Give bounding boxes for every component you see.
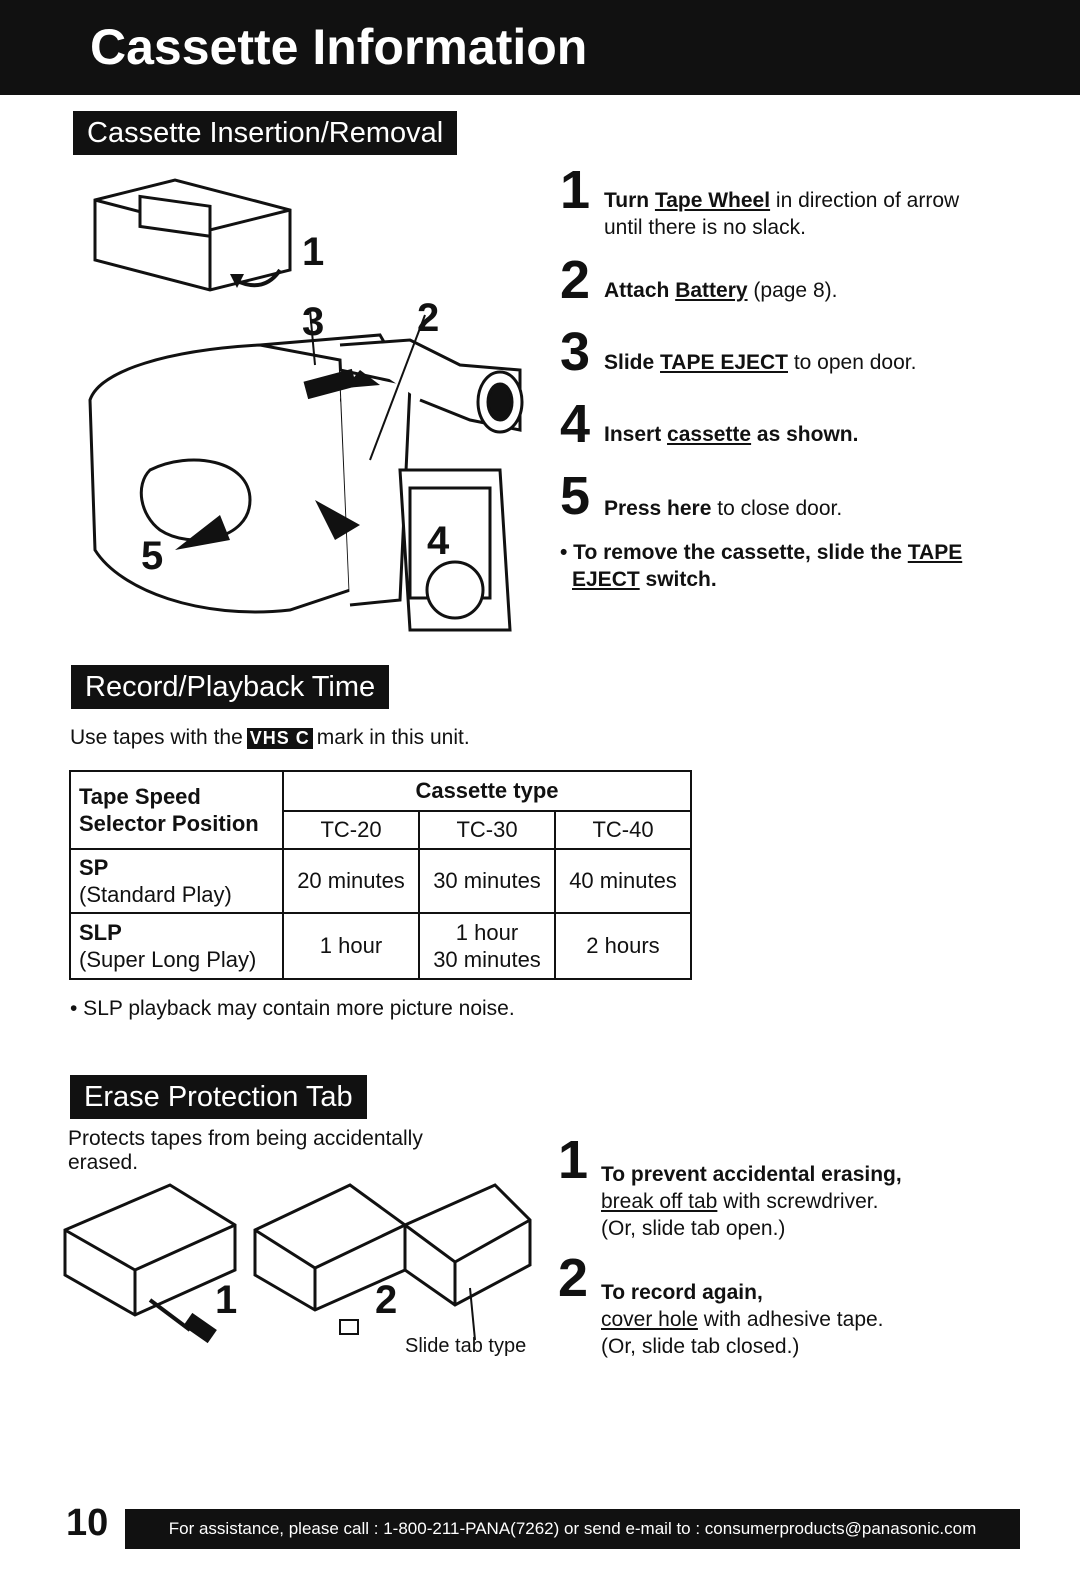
- record-intro-pre: Use tapes with the: [70, 726, 243, 749]
- table-cell: 30 minutes: [418, 848, 556, 914]
- speed-header: Tape Speed Selector Position: [69, 770, 284, 850]
- speed-sp-desc: (Standard Play): [79, 882, 232, 907]
- erase-step-1-text: To prevent accidental erasing, break off…: [601, 1161, 902, 1242]
- callout-4: 4: [427, 519, 450, 563]
- erase-step-2-line3: (Or, slide tab closed.): [601, 1335, 800, 1358]
- step-2-pre: Attach: [604, 279, 676, 302]
- removal-note-pre: • To remove the cassette, slide the: [560, 541, 908, 564]
- erase-steps: 1 To prevent accidental erasing, break o…: [558, 1133, 1028, 1361]
- assistance-footer: For assistance, please call : 1-800-211-…: [125, 1509, 1020, 1549]
- cassette-type-header: Cassette type: [282, 770, 692, 812]
- tape-eject-note-link-2: EJECT: [572, 568, 640, 591]
- record-time-table: Tape Speed Selector Position Cassette ty…: [69, 770, 692, 980]
- step-1: 1 Turn Tape Wheel in direction of arrow …: [560, 163, 1030, 253]
- type-tc20: TC-20: [282, 810, 420, 850]
- erase-step-2-text: To record again, cover hole with adhesiv…: [601, 1279, 884, 1360]
- step-5-pre: Press here: [604, 497, 712, 520]
- callout-5: 5: [141, 534, 164, 578]
- speed-slp-desc: (Super Long Play): [79, 947, 257, 972]
- step-4-number: 4: [560, 394, 591, 454]
- table-cell: 40 minutes: [554, 848, 692, 914]
- section-heading-record: Record/Playback Time: [71, 665, 390, 709]
- erase-callout-1: 1: [215, 1278, 238, 1322]
- step-5-number: 5: [560, 466, 591, 526]
- erase-step-1-title: To prevent accidental erasing,: [601, 1163, 902, 1186]
- step-3-pre: Slide: [604, 351, 661, 374]
- erase-step-1-number: 1: [558, 1130, 589, 1190]
- step-5-text: Press here to close door.: [604, 495, 842, 522]
- tape-eject-link: TAPE EJECT: [660, 351, 788, 374]
- erase-step-2-number: 2: [558, 1248, 589, 1308]
- step-1-text: Turn Tape Wheel in direction of arrow un…: [604, 187, 959, 241]
- vhs-c-mark: VHS C: [246, 728, 313, 749]
- step-3: 3 Slide TAPE EJECT to open door.: [560, 325, 1030, 397]
- step-1-post: in direction of arrow: [770, 189, 960, 212]
- battery-link: Battery: [675, 279, 748, 302]
- erase-step-1-line3: (Or, slide tab open.): [601, 1217, 786, 1240]
- step-2-text: Attach Battery (page 8).: [604, 277, 837, 304]
- step-5-post: to close door.: [711, 497, 843, 520]
- step-1-pre: Turn: [604, 189, 655, 212]
- table-header-row: Tape Speed Selector Position Cassette ty…: [69, 770, 692, 850]
- slp-note: • SLP playback may contain more picture …: [70, 997, 515, 1020]
- step-4: 4 Insert cassette as shown.: [560, 397, 1030, 469]
- page-number: 10: [66, 1502, 109, 1544]
- type-tc30: TC-30: [418, 810, 556, 850]
- cassette-link: cassette: [667, 423, 752, 446]
- erase-step-1-post: with screwdriver.: [717, 1190, 879, 1213]
- erase-callout-2: 2: [375, 1278, 398, 1322]
- step-3-post: to open door.: [788, 351, 917, 374]
- erase-step-2-title: To record again,: [601, 1281, 763, 1304]
- cover-hole-link: cover hole: [601, 1308, 698, 1331]
- type-tc40: TC-40: [554, 810, 692, 850]
- erase-step-1: 1 To prevent accidental erasing, break o…: [558, 1133, 1028, 1251]
- record-intro-post: mark in this unit.: [316, 726, 470, 749]
- step-1-line2: until there is no slack.: [604, 216, 806, 239]
- section-heading-erase: Erase Protection Tab: [70, 1075, 367, 1119]
- step-2-post: (page 8).: [747, 279, 838, 302]
- break-off-tab-link: break off tab: [601, 1190, 718, 1213]
- tape-eject-note-link-1: TAPE: [907, 541, 963, 564]
- erase-intro: Protects tapes from being accidentally e…: [68, 1127, 423, 1174]
- step-1-number: 1: [560, 160, 591, 220]
- step-3-text: Slide TAPE EJECT to open door.: [604, 349, 916, 376]
- erase-tab-illustration: [63, 1183, 532, 1344]
- page-title: Cassette Information: [0, 0, 1080, 95]
- step-5: 5 Press here to close door.: [560, 469, 1030, 535]
- speed-slp: SLP: [79, 920, 122, 945]
- step-2: 2 Attach Battery (page 8).: [560, 253, 1030, 325]
- step-4-post: as shown.: [751, 423, 859, 446]
- step-3-number: 3: [560, 322, 591, 382]
- erase-step-2: 2 To record again, cover hole with adhes…: [558, 1251, 1028, 1361]
- cassette-types-row: TC-20 TC-30 TC-40: [70, 810, 692, 850]
- slide-tab-caption: Slide tab type: [405, 1335, 527, 1357]
- removal-note: • To remove the cassette, slide the TAPE…: [560, 539, 1030, 593]
- table-cell: 20 minutes: [282, 848, 420, 914]
- callout-2: 2: [417, 296, 440, 340]
- tape-wheel-link: Tape Wheel: [654, 189, 771, 212]
- step-2-number: 2: [560, 250, 591, 310]
- table-cell: 1 hour: [282, 912, 420, 980]
- table-cell: 1 hour 30 minutes: [418, 912, 556, 980]
- table-row: SLP (Super Long Play) 1 hour 1 hour 30 m…: [69, 912, 692, 980]
- insertion-steps: 1 Turn Tape Wheel in direction of arrow …: [560, 163, 1030, 593]
- camcorder-illustration: [88, 178, 524, 632]
- speed-sp: SP: [79, 855, 109, 880]
- speed-cell-slp: SLP (Super Long Play): [69, 912, 284, 980]
- removal-note-post: switch.: [639, 568, 717, 591]
- table-cell: 2 hours: [554, 912, 692, 980]
- speed-cell-sp: SP (Standard Play): [69, 848, 284, 914]
- callout-3: 3: [302, 300, 325, 344]
- step-4-pre: Insert: [604, 423, 668, 446]
- step-4-text: Insert cassette as shown.: [604, 421, 858, 448]
- table-row: SP (Standard Play) 20 minutes 30 minutes…: [69, 848, 692, 914]
- section-heading-insertion: Cassette Insertion/Removal: [73, 111, 458, 155]
- callout-1: 1: [302, 230, 325, 274]
- erase-step-2-post: with adhesive tape.: [697, 1308, 884, 1331]
